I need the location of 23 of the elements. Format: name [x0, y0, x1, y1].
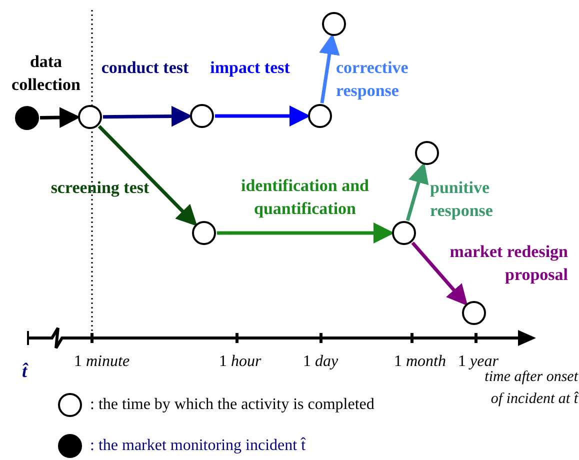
tick-label: 1 month: [394, 352, 446, 372]
tick-label: 1 day: [303, 352, 338, 372]
axis-origin-label: t̂: [22, 360, 28, 383]
edge-label: market redesign proposal: [448, 241, 568, 286]
arrow: [411, 242, 468, 306]
arrow: [215, 106, 310, 126]
tick-label: 1 year: [458, 352, 498, 371]
arrow: [40, 106, 80, 128]
edge-label: identification and quantification: [240, 175, 370, 220]
edge-label: punitive response: [430, 177, 494, 222]
edge-label: conduct test: [100, 57, 190, 79]
arrow: [98, 125, 198, 226]
edge-label: screening test: [50, 177, 150, 199]
legend-text: : the time by which the activity is completed: [90, 395, 374, 415]
axis-title: time after onset of incident at t̂: [484, 369, 578, 409]
edge-label: data collection: [10, 51, 82, 96]
legend-text: : the market monitoring incident t̂: [90, 436, 306, 456]
arrow: [217, 222, 394, 244]
edge-label: impact test: [209, 57, 291, 79]
tick-label: 1 minute: [74, 352, 130, 372]
edge-label: corrective response: [336, 57, 410, 102]
tick-label: 1 hour: [219, 352, 262, 372]
arrow: [102, 106, 192, 127]
